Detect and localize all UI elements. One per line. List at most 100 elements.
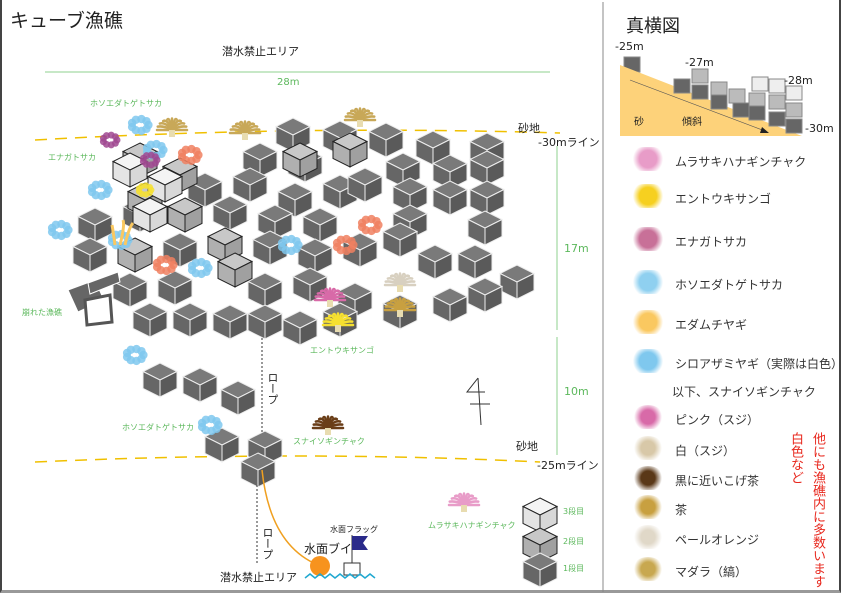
reef-cube — [468, 150, 506, 186]
reef-cube — [76, 207, 114, 243]
depth-28m: -28m — [784, 74, 813, 87]
soft-coral-icon — [332, 234, 358, 256]
soft-coral-icon — [127, 114, 153, 136]
legend-sub-item-label: ペールオレンジ — [675, 533, 760, 547]
sunaiso-icon — [313, 287, 347, 307]
side-view-diagram — [620, 56, 803, 136]
reef-cube — [498, 264, 536, 300]
line-25m-label: -25mライン — [537, 459, 599, 472]
sunaiso-variant-icon — [632, 525, 664, 549]
legend-sub-item-label: 茶 — [675, 503, 688, 517]
whip-coral-icon — [110, 219, 135, 246]
reef-cube — [346, 167, 384, 203]
reef-cube — [231, 167, 269, 203]
soft-coral-pink-icon — [630, 227, 666, 251]
reef-cube — [456, 244, 494, 280]
yellow-coral-icon — [135, 182, 155, 198]
reef-cube — [251, 230, 289, 266]
reef-cube — [381, 222, 419, 258]
soft-coral-icon — [177, 144, 203, 166]
soft-coral-icon — [357, 214, 383, 236]
reef-cube — [131, 302, 169, 338]
side-cube — [768, 78, 786, 94]
soft-coral-blue-icon — [630, 270, 666, 294]
side-cube — [673, 78, 691, 94]
depth-25-line — [34, 455, 541, 463]
murasaki-anemone-icon — [447, 492, 481, 512]
side-cube — [785, 102, 803, 118]
sunaiso-icon — [155, 117, 189, 137]
sunaiso-icon — [383, 272, 417, 292]
label-enaga: エナガトサカ — [48, 153, 96, 162]
side-view-title: 真横図 — [626, 16, 680, 37]
sand-side-label: 砂 — [634, 117, 644, 128]
reef-cube — [246, 304, 284, 340]
buoy-icon — [310, 556, 330, 576]
reef-cube — [166, 197, 204, 233]
side-cube — [732, 102, 750, 118]
no-dive-area-top: 潜水禁止エリア — [222, 45, 299, 58]
slope-label: 傾斜 — [682, 117, 702, 128]
sunaiso-variant-icon — [632, 495, 664, 519]
sunaiso-variant-icon — [632, 405, 664, 429]
note-white: 白色など — [788, 432, 803, 484]
depth-27m: -27m — [685, 56, 714, 69]
reef-cube — [246, 272, 284, 308]
whip-coral-icon — [630, 310, 666, 334]
note-many: 他にも漁礁内に多数います — [810, 432, 825, 588]
side-cube — [748, 105, 766, 121]
sunaiso-variant-icon — [632, 557, 664, 581]
reef-cube — [141, 362, 179, 398]
reef-cube — [331, 132, 369, 168]
side-cube — [748, 92, 766, 108]
reef-cube — [181, 367, 219, 403]
soft-coral-icon — [197, 414, 223, 436]
reef-cube — [431, 180, 469, 216]
reef-cube — [111, 152, 149, 188]
reef-cube — [466, 210, 504, 246]
depth-30m: -30m — [805, 122, 834, 135]
length-17m-label: 17m — [564, 242, 589, 255]
reef-cube — [161, 232, 199, 268]
reef-cube — [156, 270, 194, 306]
sunaiso-variant-icon — [632, 436, 664, 460]
line-30m-label: -30mライン — [538, 136, 600, 149]
soft-coral-icon — [187, 257, 213, 279]
side-cube — [785, 85, 803, 101]
legend-sub-item-label: ピンク（スジ） — [675, 413, 760, 427]
legend-sub-item-label: マダラ（縞） — [675, 565, 748, 579]
length-10m-label: 10m — [564, 385, 589, 398]
reef-cube — [211, 195, 249, 231]
coral-yellow-icon — [630, 184, 666, 208]
reef-cube — [468, 180, 506, 216]
sunaiso-icon — [343, 107, 377, 127]
reef-cube — [431, 287, 469, 323]
handwritten-mark — [465, 377, 490, 426]
tier-2-label: 2段目 — [563, 537, 585, 546]
sunaiso-icon — [228, 120, 262, 140]
buoy-rope — [261, 469, 319, 566]
sunaiso-variant-icon — [632, 466, 664, 490]
label-hosoeda-bottom: ホソエダトゲトサカ — [122, 423, 194, 432]
soft-coral-icon — [87, 179, 113, 201]
reef-cube — [281, 142, 319, 178]
sand-label-bottom: 砂地 — [516, 440, 538, 453]
rope-label: ロープ — [266, 372, 279, 405]
sea-fan-icon — [630, 349, 666, 373]
side-cube — [691, 68, 709, 84]
tier-3-label: 3段目 — [563, 507, 585, 516]
water-surface — [304, 573, 376, 579]
side-cube — [691, 84, 709, 100]
anemone-purple-icon — [630, 147, 666, 171]
label-entouki: エントウキサンゴ — [310, 346, 374, 355]
enaga-coral-icon — [99, 131, 121, 149]
side-cube — [768, 111, 786, 127]
reef-cube — [521, 552, 559, 588]
legend-item-label: エナガトサカ — [675, 235, 748, 249]
reef-cube — [146, 167, 184, 203]
soft-coral-icon — [122, 344, 148, 366]
entouki-coral-icon — [321, 312, 355, 332]
soft-coral-icon — [47, 219, 73, 241]
